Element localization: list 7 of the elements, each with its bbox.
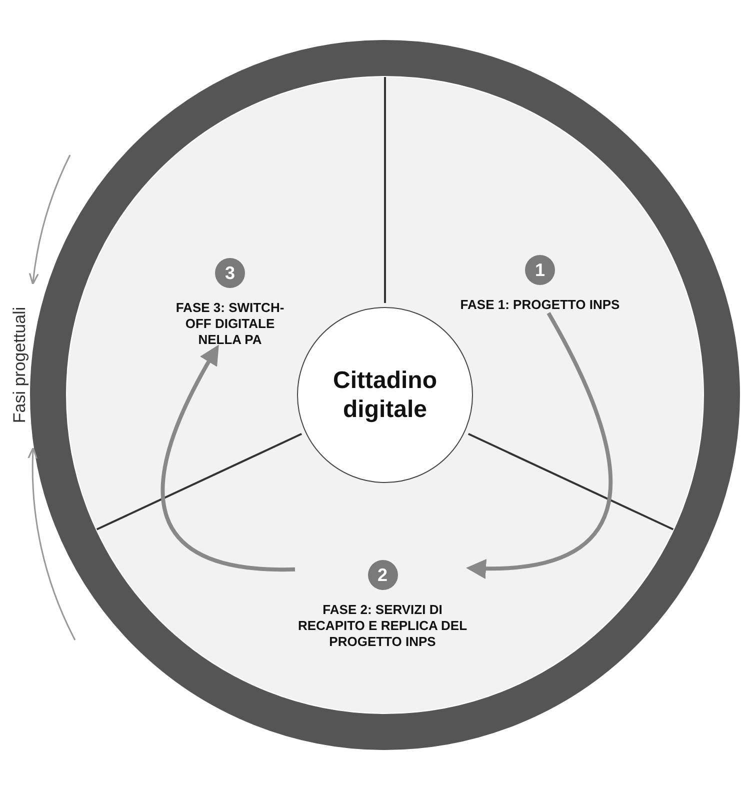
side-label: Fasi progettuali (10, 306, 30, 426)
phase-title: FASE 2: SERVIZI DI RECAPITO E REPLICA DEL PROGETTO INPS (296, 602, 468, 650)
center-label: Cittadino digitale (332, 366, 438, 424)
arrow (466, 312, 612, 578)
arrow (161, 344, 296, 572)
phase-title: FASE 3: SWITCH-OFF DIGITALE NELLA PA (174, 300, 286, 348)
phase-title: FASE 1: PROGETTO INPS (460, 297, 620, 313)
